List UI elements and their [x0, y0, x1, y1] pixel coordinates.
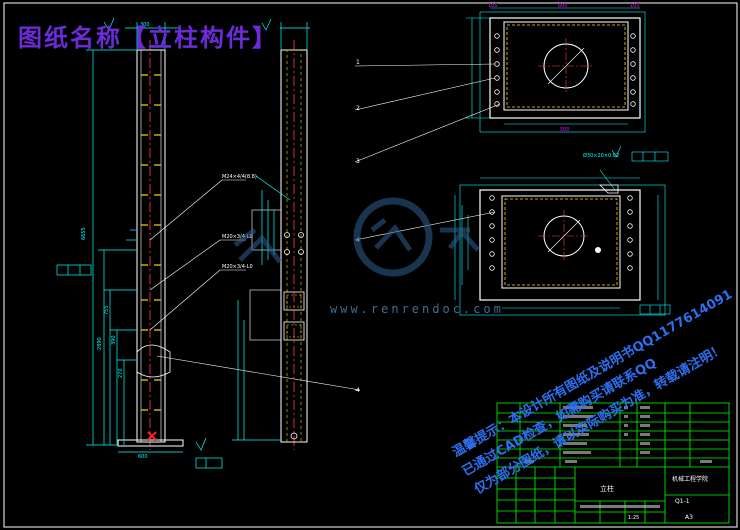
top-right-section: 105 600 105 500	[466, 3, 646, 133]
drawing-title: 图纸名称【立柱构件】	[18, 24, 278, 52]
svg-text:M20×3/4-L0: M20×3/4-L0	[222, 234, 253, 240]
mid-right-section: Ø30×20×0.02	[454, 145, 671, 316]
callout-1: 1	[356, 59, 360, 66]
title-block-project: 立柱	[600, 484, 614, 493]
title-block-drawing-no: Q1-1	[675, 498, 690, 505]
svg-text:270: 270	[118, 368, 124, 378]
svg-text:390: 390	[111, 335, 117, 345]
parts-list: 立柱 机械工程学院 Q1-1 1:25 A3	[496, 402, 730, 524]
title-block-school: 机械工程学院	[672, 475, 708, 483]
title-block-sheet: A3	[685, 514, 693, 521]
svg-text:755: 755	[104, 305, 110, 315]
svg-text:105: 105	[488, 3, 498, 9]
title-block-scale: 1:25	[628, 515, 639, 521]
front-view-column: 6655 2890 755 390 270 300 600 M24×4/4(8.…	[56, 17, 361, 469]
svg-text:500: 500	[560, 127, 570, 133]
callout-4b: 4	[356, 387, 360, 394]
svg-text:600: 600	[558, 3, 568, 9]
svg-text:2890: 2890	[97, 337, 103, 350]
callout-3: 3	[356, 158, 360, 165]
svg-text:M20×3/4-L0: M20×3/4-L0	[222, 264, 253, 270]
svg-text:M24×4/4(8.8): M24×4/4(8.8)	[222, 174, 257, 180]
svg-text:600: 600	[138, 454, 148, 460]
logo-url-text: www.renrendoc.com	[330, 302, 504, 316]
svg-text:300: 300	[140, 22, 150, 28]
logo-watermark	[233, 197, 480, 277]
svg-text:Ø30×20×0.02: Ø30×20×0.02	[583, 152, 619, 159]
side-view-column	[232, 18, 310, 450]
sheet-border	[3, 2, 738, 528]
callout-2: 2	[356, 105, 360, 112]
svg-text:6655: 6655	[81, 227, 87, 240]
svg-text:105: 105	[630, 3, 640, 9]
